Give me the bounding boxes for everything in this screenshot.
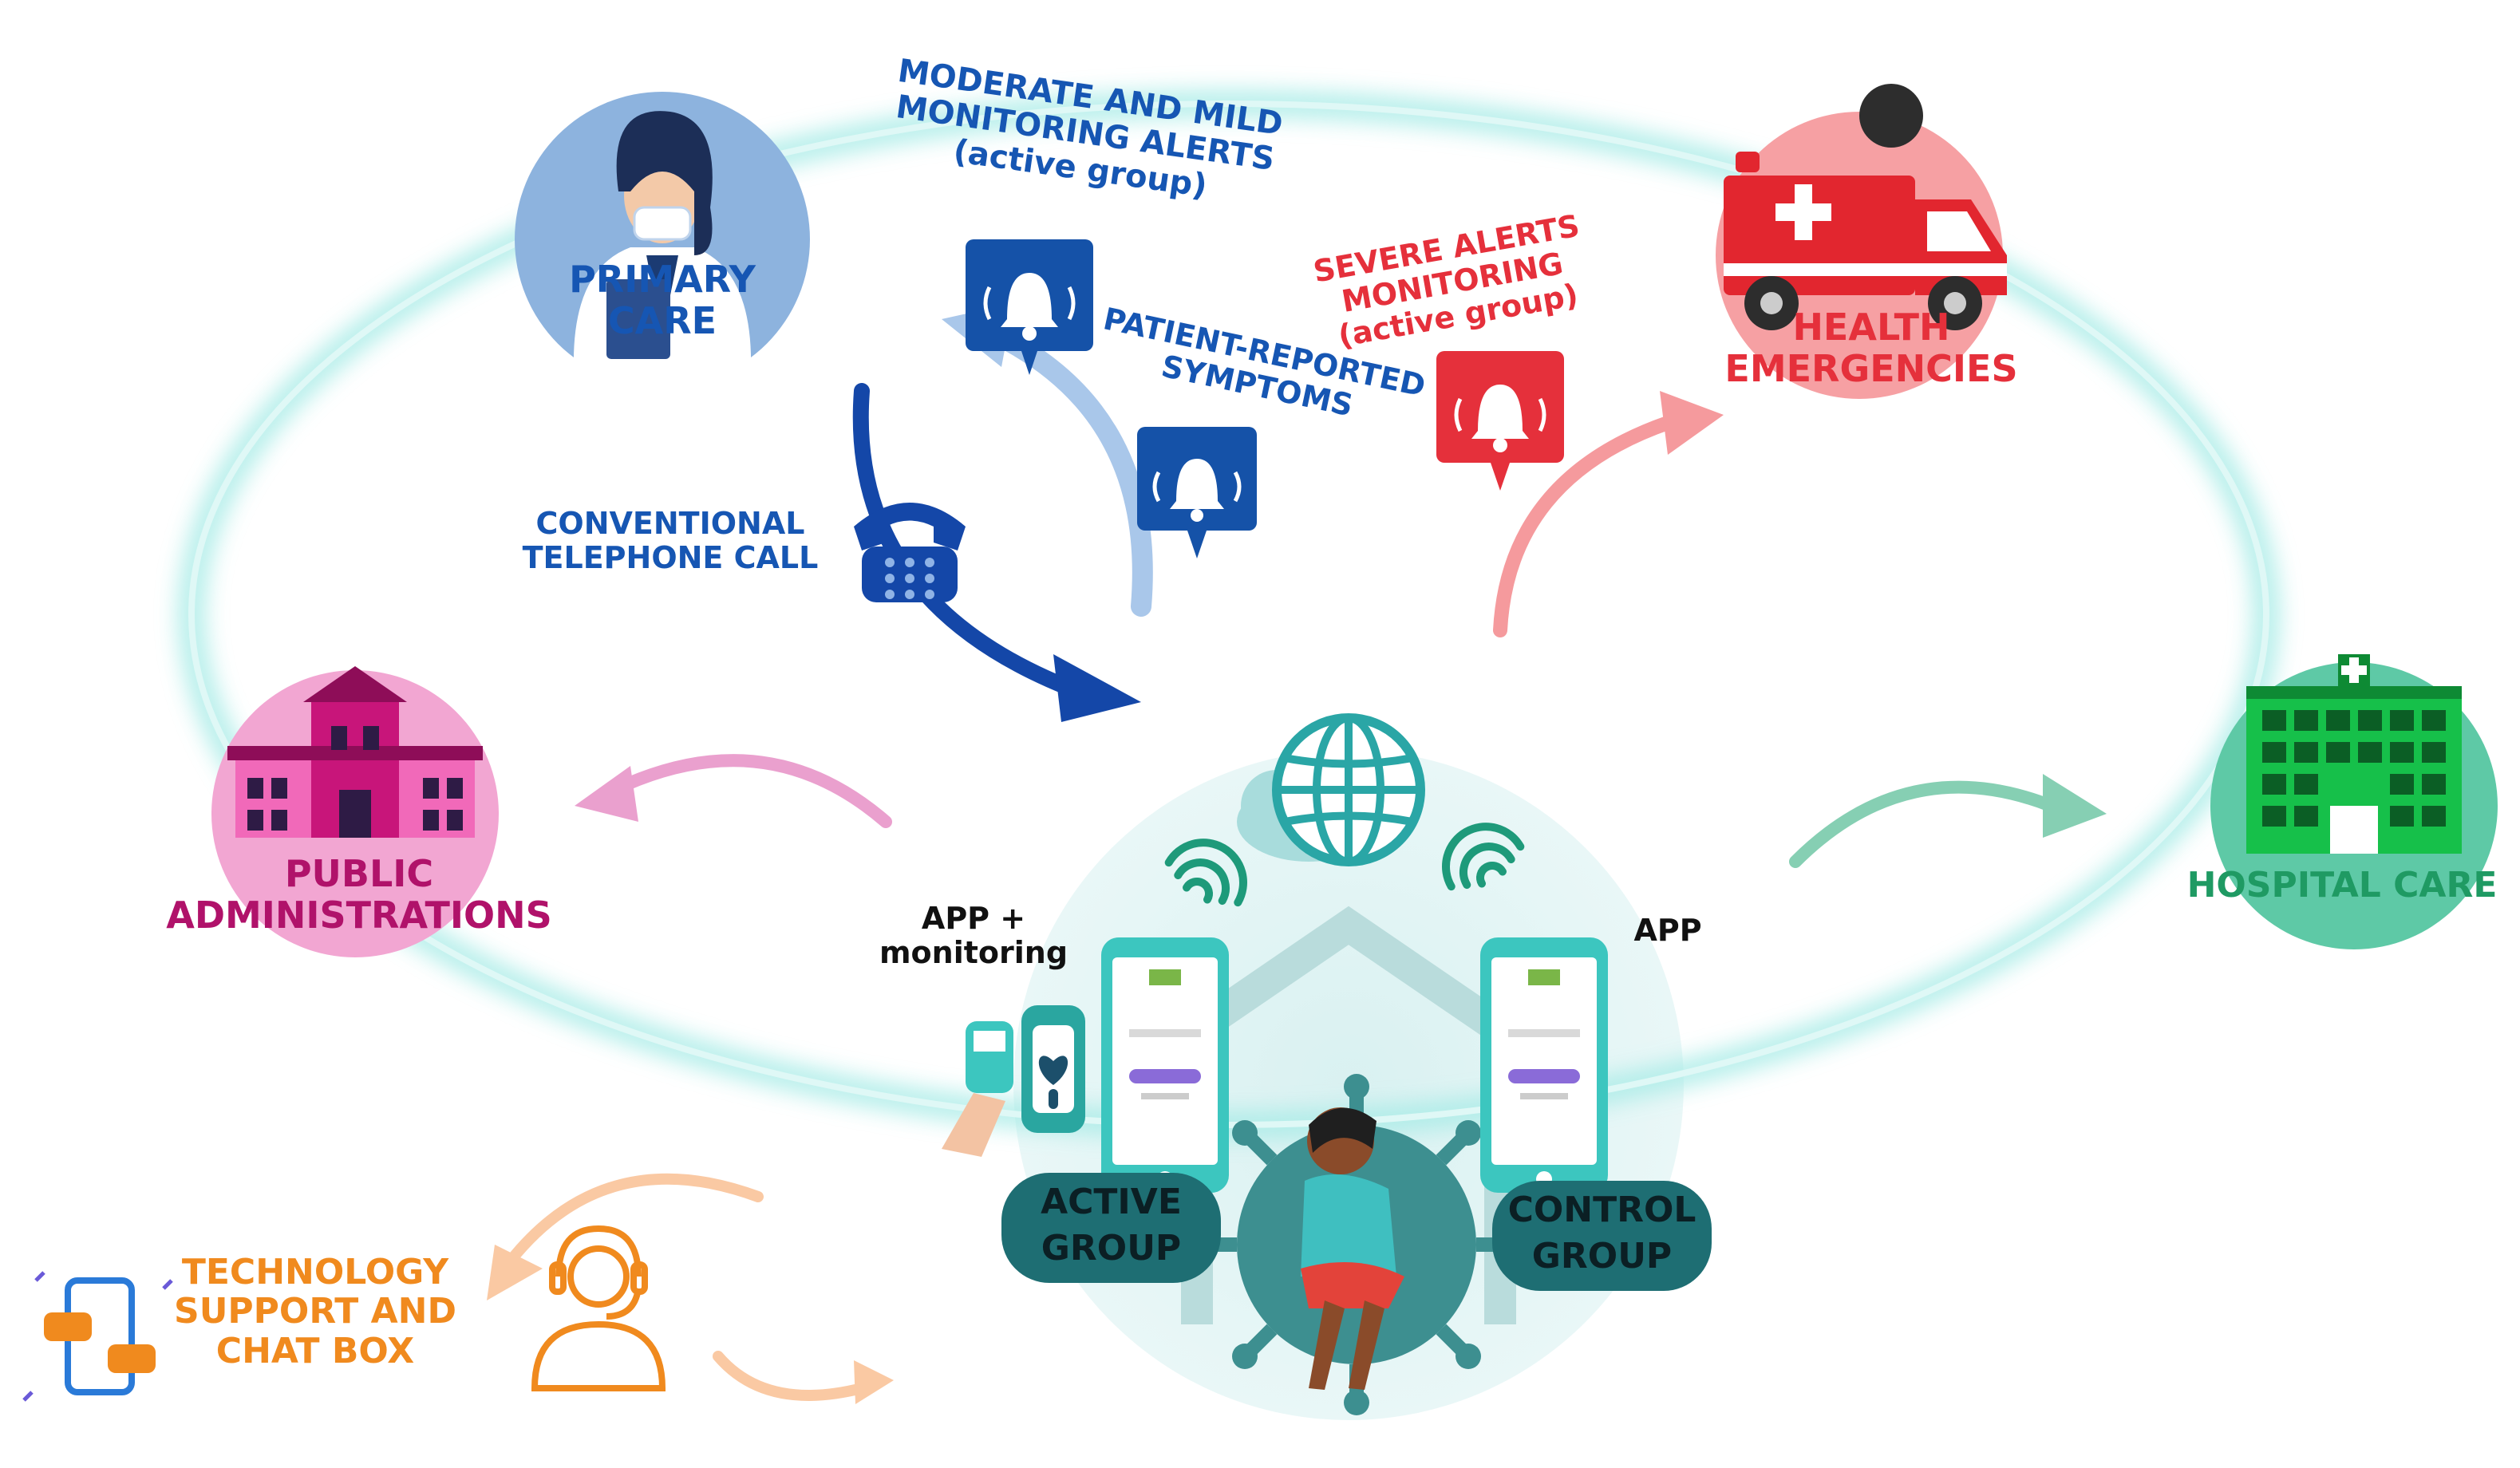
wifi-icon [1442, 823, 1525, 891]
app-label: APP [1633, 913, 1702, 948]
building-icon [227, 666, 483, 838]
app-monitoring-label: APP + monitoring [879, 901, 1068, 970]
doctor-icon [573, 111, 752, 387]
admin-arrow [608, 754, 892, 828]
smartphone-icon [1101, 937, 1229, 1193]
active-group-badge: ACTIVE GROUP [1001, 1173, 1221, 1283]
bell-icon [966, 239, 1093, 375]
bell-icon [1436, 351, 1564, 491]
chat-phone-icon [22, 1271, 173, 1402]
support-arrow-left [505, 1173, 764, 1266]
hospital-arrow [1789, 780, 2057, 868]
phone-arrow [852, 383, 1093, 702]
wifi-icon [1164, 839, 1247, 907]
smartphone-icon [1480, 937, 1608, 1193]
hospital-care-label: HOSPITAL CARE [2186, 865, 2498, 906]
smartwatch-icon [1021, 1005, 1085, 1133]
hospital-icon [2246, 654, 2462, 854]
globe-icon [1272, 713, 1425, 866]
headset-icon [531, 1225, 666, 1391]
bell-icon [1137, 427, 1257, 558]
public-administrations-label: PUBLIC ADMINISTRATIONS [166, 852, 552, 937]
support-arrow-right [713, 1351, 867, 1401]
primary-care-label: PRIMARY CARE [569, 258, 756, 342]
alert-arrow-to-primary [987, 325, 1153, 617]
phone-icon [854, 503, 966, 602]
technology-support-label: TECHNOLOGY SUPPORT AND CHAT BOX [174, 1252, 456, 1371]
ambulance-icon [1724, 84, 2007, 330]
control-group-badge: CONTROL GROUP [1492, 1181, 1712, 1291]
health-emergencies-label: HEALTH EMERGENCIES [1724, 306, 2018, 390]
telephone-call-label: CONVENTIONAL TELEPHONE CALL [522, 506, 819, 575]
patient-icon [1301, 1107, 1404, 1390]
oximeter-icon [942, 1021, 1013, 1157]
severe-arrow [1493, 416, 1675, 637]
